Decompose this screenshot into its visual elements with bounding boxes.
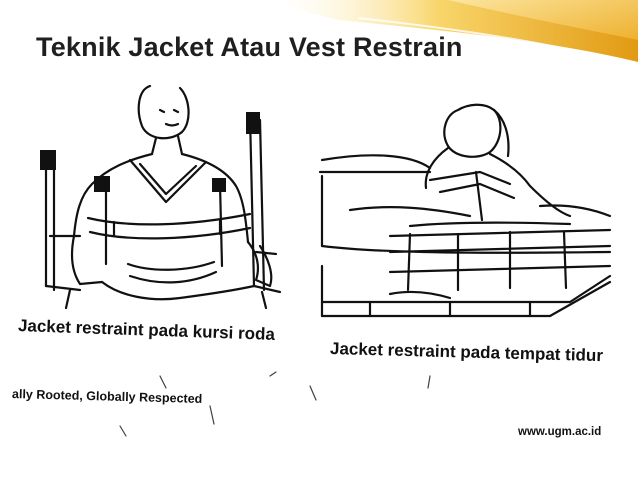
line-drawing (40, 84, 612, 437)
scan-noise (119, 371, 431, 437)
gold-swoosh-decoration (278, 0, 638, 67)
bed-figure (318, 103, 612, 318)
wheelchair-figure (40, 84, 282, 310)
restraint-illustration: Jacket restraint pada kursi roda Jacket … (10, 76, 612, 456)
website-url: www.ugm.ac.id (518, 426, 602, 438)
slide-title: Teknik Jacket Atau Vest Restrain (36, 32, 463, 62)
